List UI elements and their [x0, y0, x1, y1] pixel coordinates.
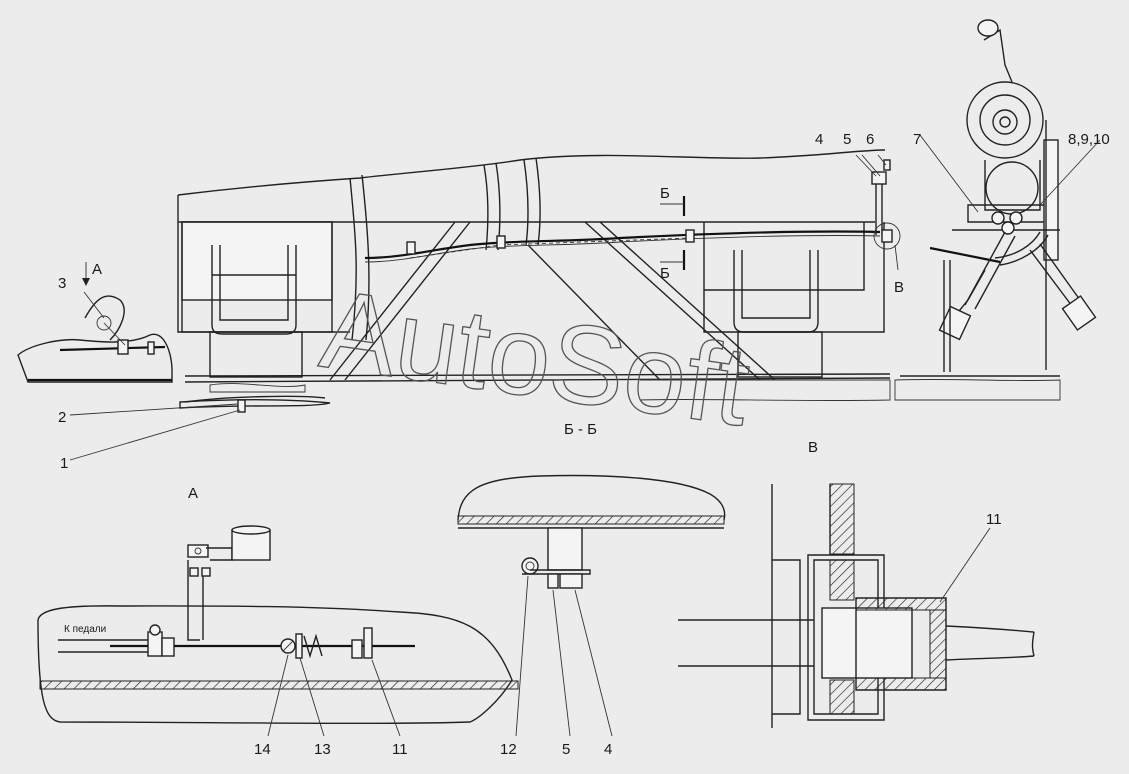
side-view-lever-mechanism: [894, 19, 1101, 401]
view-a-arrow-label: А: [92, 261, 102, 278]
main-callouts: 1 2 4 5 6 7 8,9,10 В В: [58, 131, 1110, 472]
label-7: 7: [913, 131, 921, 148]
detail-a-callout-11: 11: [392, 741, 408, 758]
detail-v-callout-11: 11: [986, 511, 1002, 528]
detail-b-callout-12: 12: [500, 741, 517, 758]
label-3: 3: [58, 275, 66, 292]
label-2: 2: [58, 409, 66, 426]
detail-a-title: А: [188, 485, 198, 502]
floor-mat: [69, 395, 331, 461]
view-v-label-main: В: [894, 279, 904, 296]
cab-body: [177, 149, 891, 402]
detail-v: 11: [678, 483, 1035, 728]
detail-b-b: Б - Б 12 5 4: [457, 421, 726, 758]
section-b-title: Б - Б: [564, 421, 597, 438]
label-1: 1: [60, 455, 68, 472]
pedal-note: К педали: [64, 624, 106, 635]
detail-a-callout-14: 14: [254, 741, 271, 758]
watermark: AutoSoft: [314, 266, 757, 450]
left-view-pedal: 3 А: [17, 261, 173, 383]
detail-b-callout-4: 4: [604, 741, 612, 758]
vertical-rod-assembly: [855, 154, 901, 271]
label-4: 4: [815, 131, 823, 148]
view-v-label-detail: В: [808, 439, 818, 456]
detail-b-callout-5: 5: [562, 741, 570, 758]
section-b-mark-top: Б: [660, 185, 670, 202]
section-b-markers: Б Б: [660, 185, 686, 282]
detail-a: А К педали 14 13 11: [37, 485, 519, 758]
label-5: 5: [843, 131, 851, 148]
label-6: 6: [866, 131, 874, 148]
detail-a-callout-13: 13: [314, 741, 331, 758]
control-cable: [364, 229, 881, 263]
label-8-9-10: 8,9,10: [1068, 131, 1110, 148]
section-b-mark-bottom: Б: [660, 265, 670, 282]
